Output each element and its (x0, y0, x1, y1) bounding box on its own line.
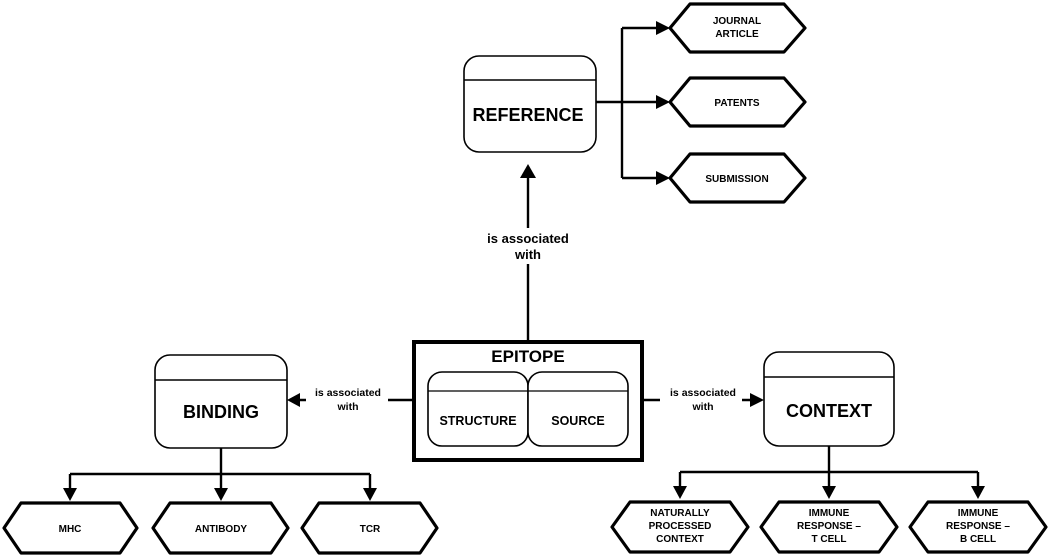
antibody-label: ANTIBODY (195, 524, 248, 535)
edge-label-context-line2: with (692, 401, 714, 413)
context-label: CONTEXT (786, 401, 872, 421)
immune-response-b-cell-node: IMMUNE RESPONSE – B CELL (908, 500, 1048, 554)
journal-article-label-line2: ARTICLE (715, 29, 759, 40)
submission-node: SUBMISSION (668, 152, 807, 204)
reference-node: REFERENCE (463, 55, 597, 153)
arrowhead-binding (287, 393, 300, 407)
journal-article-node: JOURNAL ARTICLE (668, 2, 807, 54)
source-node: SOURCE (527, 371, 629, 447)
source-label: SOURCE (551, 414, 604, 428)
patents-label: PATENTS (714, 98, 760, 109)
edge-label-context-line1: is associated (670, 387, 736, 399)
edge-label-binding-line2: with (337, 401, 359, 413)
arrowhead-patents (656, 95, 670, 109)
mhc-label: MHC (59, 524, 82, 535)
edge-label-reference-line2: with (514, 247, 541, 262)
binding-node: BINDING (154, 354, 288, 449)
arrowhead-immune-b (971, 486, 985, 499)
edge-label-bg-reference (470, 228, 586, 264)
context-node: CONTEXT (763, 351, 895, 447)
antibody-node: ANTIBODY (151, 501, 290, 555)
immune-t-label-line1: IMMUNE (809, 508, 850, 519)
arrowhead-immune-t (822, 486, 836, 499)
edge-label-reference-line1: is associated (487, 231, 569, 246)
immune-b-label-line1: IMMUNE (958, 508, 999, 519)
naturally-label-line2: PROCESSED (649, 521, 712, 532)
naturally-label-line3: CONTEXT (656, 534, 704, 545)
arrowhead-mhc (63, 488, 77, 501)
immune-t-label-line2: RESPONSE – (797, 521, 861, 532)
mhc-node: MHC (2, 501, 139, 555)
immune-b-label-line2: RESPONSE – (946, 521, 1010, 532)
edge-label-binding-line1: is associated (315, 387, 381, 399)
immune-b-label-line3: B CELL (960, 534, 996, 545)
tcr-label: TCR (360, 524, 381, 535)
epitope-node: EPITOPE STRUCTURE SOURCE (412, 340, 644, 462)
arrowhead-tcr (363, 488, 377, 501)
patents-node: PATENTS (668, 76, 807, 128)
tcr-node: TCR (300, 501, 439, 555)
binding-label: BINDING (183, 402, 259, 422)
arrowhead-reference (520, 164, 536, 178)
naturally-processed-node: NATURALLY PROCESSED CONTEXT (610, 500, 750, 554)
edge-label-bg-context (660, 384, 742, 414)
journal-article-label-line1: JOURNAL (713, 16, 761, 27)
arrowhead-submission (656, 171, 670, 185)
structure-node: STRUCTURE (427, 371, 529, 447)
arrowhead-context (750, 393, 764, 407)
immune-response-t-cell-node: IMMUNE RESPONSE – T CELL (759, 500, 899, 554)
arrowhead-naturally (673, 486, 687, 499)
reference-label: REFERENCE (472, 105, 583, 125)
immune-t-label-line3: T CELL (812, 534, 847, 545)
arrowhead-journal (656, 21, 670, 35)
naturally-label-line1: NATURALLY (650, 508, 710, 519)
structure-label: STRUCTURE (439, 414, 516, 428)
arrowhead-antibody (214, 488, 228, 501)
edge-label-bg-binding (306, 384, 388, 414)
submission-label: SUBMISSION (705, 174, 768, 185)
epitope-label: EPITOPE (491, 347, 564, 366)
